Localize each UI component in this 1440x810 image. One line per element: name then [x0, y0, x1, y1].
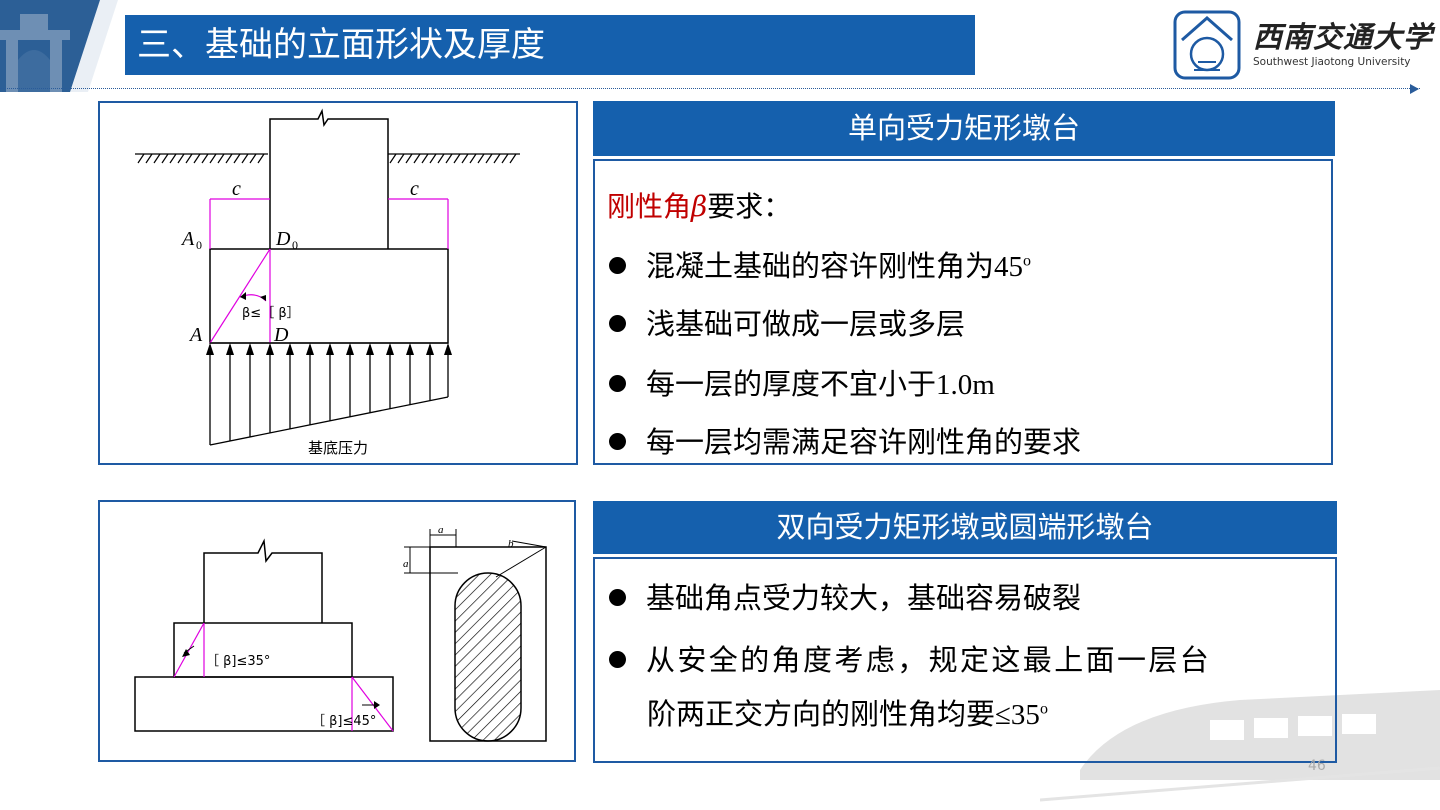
figure-two-direction: ［ β]≤35° ［ β]≤45° a a b — [98, 500, 576, 762]
label-angle: β≤［ β］ — [242, 306, 300, 321]
requirement-rest: 要求： — [707, 190, 792, 223]
university-name-cn: 西南交通大学 — [1253, 20, 1434, 54]
list-item-continuation: 阶两正交方向的刚性角均要≤35o — [647, 697, 1048, 731]
train-watermark-icon — [1040, 690, 1440, 802]
gate-photo-decoration — [0, 0, 122, 92]
label-d0: D — [275, 228, 291, 250]
label-a-side: a — [403, 558, 409, 570]
list-item: 每一层均需满足容许刚性角的要求 — [609, 419, 1081, 461]
bullet-dot-icon — [609, 650, 626, 668]
bullet-dot-icon — [609, 256, 626, 274]
label-b: b — [508, 538, 514, 550]
list-item: 浅基础可做成一层或多层 — [609, 301, 965, 343]
bullet-dot-icon — [609, 314, 626, 332]
page-number: 46 — [1308, 758, 1326, 774]
label-angle-35: ［ β]≤35° — [206, 654, 270, 669]
divider-arrow-icon — [1410, 84, 1419, 94]
list-item: 每一层的厚度不宜小于1.0m — [609, 361, 995, 403]
label-d0-sub: 0 — [292, 238, 298, 252]
list-item: 混凝土基础的容许刚性角为45o — [609, 243, 1031, 285]
label-angle-45: ［ β]≤45° — [312, 714, 376, 729]
university-name-en: Southwest Jiaotong University — [1253, 56, 1411, 68]
university-logo — [1173, 10, 1241, 80]
label-d: D — [273, 324, 289, 346]
rigid-angle-requirement: 刚性角β要求： — [607, 185, 791, 225]
label-a: A — [188, 324, 203, 346]
label-c-right: c — [410, 178, 419, 200]
section2-header: 双向受力矩形墩或圆端形墩台 — [593, 501, 1337, 554]
requirement-red: 刚性角 — [607, 190, 692, 223]
section1-header: 单向受力矩形墩台 — [593, 101, 1335, 156]
section2-panel: 基础角点受力较大，基础容易破裂 从安全的角度考虑，规定这最上面一层台 阶两正交方… — [593, 557, 1337, 763]
label-c-left: c — [232, 178, 241, 200]
label-pressure: 基底压力 — [308, 439, 368, 457]
figure2-drawing: ［ β]≤35° ［ β]≤45° a a b — [134, 524, 547, 742]
figure1-drawing: c c A D A D 0 0 β≤［ β］ 基底压力 — [135, 108, 520, 457]
label-a0: A — [180, 228, 195, 250]
list-item: 基础角点受力较大，基础容易破裂 — [609, 575, 1081, 617]
section1-panel: 刚性角β要求： 混凝土基础的容许刚性角为45o 浅基础可做成一层或多层 每一层的… — [593, 159, 1333, 465]
bullet-dot-icon — [609, 374, 626, 392]
figure-single-direction: c c A D A D 0 0 β≤［ β］ 基底压力 — [98, 101, 578, 465]
list-item: 从安全的角度考虑，规定这最上面一层台 — [609, 637, 1211, 679]
page-title: 三、基础的立面形状及厚度 — [125, 15, 975, 75]
header-divider — [0, 88, 1420, 89]
label-a-top: a — [438, 524, 444, 536]
bullet-dot-icon — [609, 432, 626, 450]
label-a0-sub: 0 — [196, 238, 202, 252]
bullet-dot-icon — [609, 588, 626, 606]
requirement-beta: β — [691, 190, 708, 223]
